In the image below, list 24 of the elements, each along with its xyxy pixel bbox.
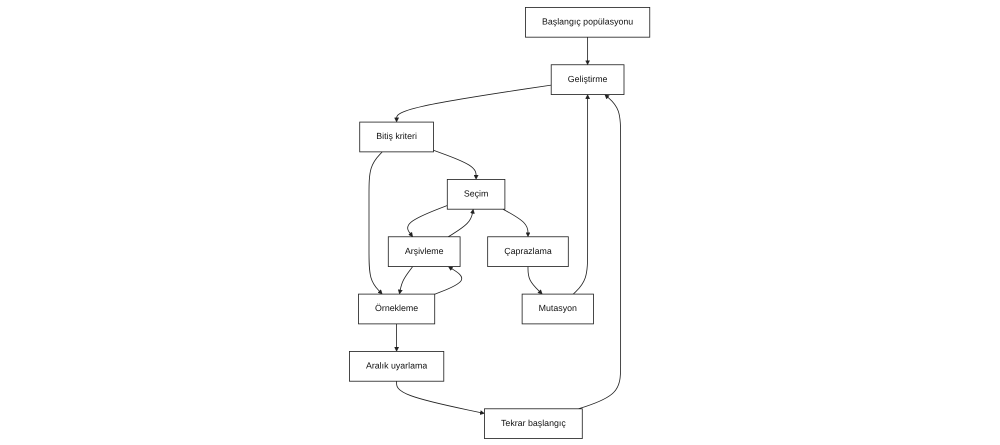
node-box: Mutasyon: [522, 293, 594, 324]
node-box: Bitiş kriteri: [360, 121, 434, 152]
node-box: Tekrar başlangıç: [484, 408, 584, 438]
arrow: [528, 266, 543, 294]
node-box: Aralık uyarlama: [349, 350, 445, 382]
arrow: [394, 84, 552, 122]
arrow: [369, 150, 384, 294]
node-box: Arşivleme: [388, 236, 461, 266]
node-box: Örnekleme: [358, 293, 436, 324]
node-box: Geliştirme: [551, 64, 625, 94]
arrow: [398, 266, 414, 294]
node-box: Seçim: [447, 178, 506, 210]
arrow: [396, 380, 486, 414]
arrow: [586, 36, 590, 64]
arrow: [573, 94, 590, 294]
arrow: [503, 208, 531, 236]
node-box: Başlangıç popülasyonu: [525, 6, 651, 38]
arrow: [578, 94, 622, 409]
arrow: [408, 204, 448, 236]
arrow: [433, 149, 479, 180]
arrow: [434, 266, 463, 294]
arrow: [448, 208, 476, 237]
node-box: Çaprazlama: [488, 236, 570, 266]
arrow: [394, 322, 400, 352]
